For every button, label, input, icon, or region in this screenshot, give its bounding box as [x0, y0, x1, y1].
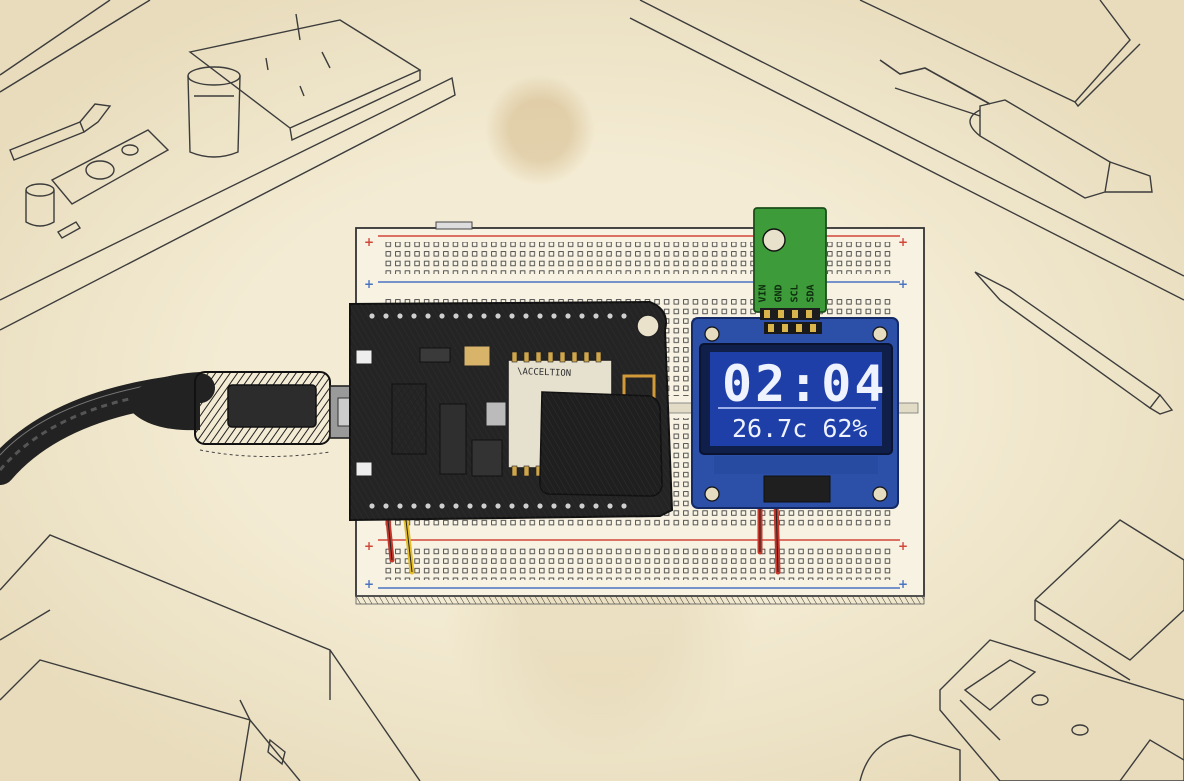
svg-text:+: + — [898, 235, 908, 249]
esp-chip-label: \ACCELTION — [516, 367, 572, 379]
svg-text:+: + — [364, 539, 374, 553]
svg-text:+: + — [364, 235, 374, 249]
sensor-pin-vin: VIN — [757, 284, 769, 303]
svg-text:+: + — [898, 277, 908, 291]
esp-board — [349, 300, 674, 522]
oled-module — [691, 317, 899, 509]
usb-cable — [0, 371, 375, 485]
oled-temperature: 26.7c — [732, 414, 808, 443]
sensor-pin-scl: SCL — [789, 284, 801, 303]
svg-text:+: + — [364, 277, 374, 291]
svg-text:+: + — [364, 577, 374, 591]
svg-text:+: + — [898, 577, 908, 591]
svg-text:+: + — [898, 539, 908, 553]
sensor-pin-gnd: GND — [773, 284, 785, 303]
oled-time: 02:04 — [722, 355, 888, 413]
sensor-module — [753, 207, 827, 320]
oled-readings: 26.7c 62% — [732, 414, 867, 444]
oled-humidity: 62% — [822, 414, 868, 443]
sensor-pin-sda: SDA — [805, 284, 817, 303]
